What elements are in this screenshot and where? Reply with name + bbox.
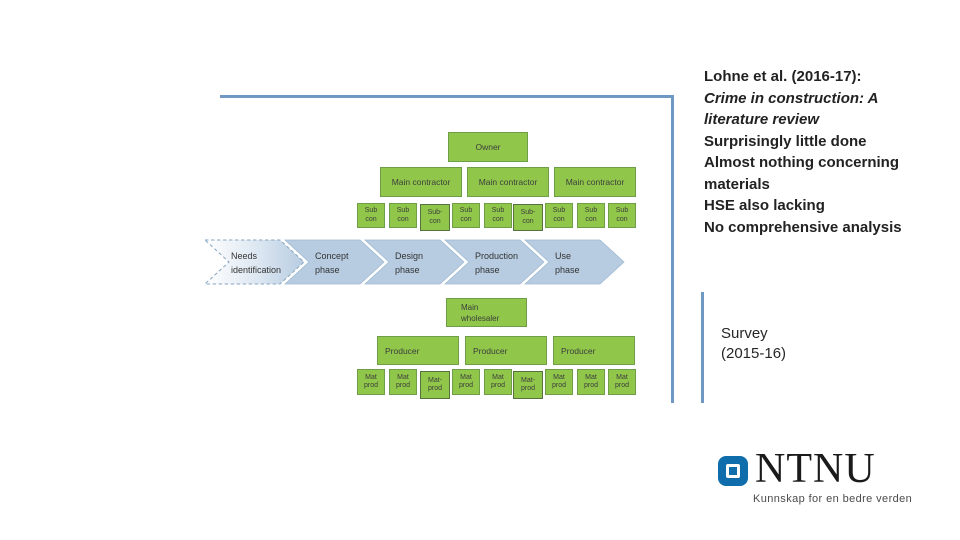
phase-chevron-use bbox=[524, 239, 625, 285]
phase-chevron-production bbox=[444, 239, 545, 285]
finding-line: HSE also lacking bbox=[704, 197, 825, 214]
phase-label: identification bbox=[231, 265, 281, 275]
material-producer-box: Mat-prod bbox=[513, 371, 543, 399]
survey-years: (2015-16) bbox=[721, 345, 787, 362]
survey-note: Survey (2015-16) bbox=[721, 324, 786, 364]
subcontractor-box: Sub-con bbox=[420, 204, 450, 231]
ntnu-brand: NTNU bbox=[755, 446, 876, 492]
phase-label: Needs bbox=[231, 251, 258, 261]
ntnu-logo-icon bbox=[718, 456, 748, 486]
phase-chevron-concept bbox=[284, 239, 385, 285]
ntnu-tagline: Kunnskap for en bedre verden bbox=[753, 493, 913, 505]
producer-box: Producer bbox=[465, 336, 547, 365]
reference-note: Lohne et al. (2016-17): Crime in constru… bbox=[704, 66, 906, 238]
main-contractor-label: Main contractor bbox=[391, 177, 451, 187]
material-producer-box: Mat-prod bbox=[420, 371, 450, 399]
right-rule bbox=[671, 95, 674, 403]
finding-line: No comprehensive analysis bbox=[704, 218, 902, 236]
phase-chevron-band: Needs identification Concept phase Desig… bbox=[203, 239, 625, 285]
producer-label: Producer bbox=[385, 345, 420, 356]
producer-box: Producer bbox=[553, 336, 635, 365]
phase-label: Design bbox=[395, 251, 423, 261]
finding-line: Almost nothing concerning materials bbox=[704, 154, 899, 193]
phase-label: phase bbox=[475, 265, 500, 275]
phase-label: phase bbox=[555, 265, 580, 275]
main-contractor-label: Main contractor bbox=[565, 177, 625, 187]
phase-label: Use bbox=[555, 251, 571, 261]
phase-label: phase bbox=[315, 265, 340, 275]
phase-chevron-needs bbox=[203, 239, 305, 285]
main-contractor-box: Main contractor bbox=[380, 167, 462, 197]
main-contractor-box: Main contractor bbox=[554, 167, 636, 197]
ntnu-logo-ring-icon bbox=[726, 464, 740, 478]
phase-label: phase bbox=[395, 265, 420, 275]
citation-line: Lohne et al. (2016-17): bbox=[704, 68, 862, 85]
survey-title: Survey bbox=[721, 325, 768, 342]
phase-label: Concept bbox=[315, 251, 349, 261]
phase-chevron-design bbox=[364, 239, 465, 285]
phase-label: Production bbox=[475, 251, 518, 261]
top-rule bbox=[220, 95, 674, 98]
subcontractor-box: Sub-con bbox=[513, 204, 543, 231]
survey-rule bbox=[701, 292, 704, 403]
work-title: Crime in construction: A literature revi… bbox=[704, 89, 878, 129]
producer-box: Producer bbox=[377, 336, 459, 365]
producer-label: Producer bbox=[561, 345, 596, 356]
finding-line: Surprisingly little done bbox=[704, 132, 867, 150]
main-contractor-box: Main contractor bbox=[467, 167, 549, 197]
owner-box: Owner bbox=[448, 132, 528, 162]
main-contractor-label: Main contractor bbox=[478, 177, 538, 187]
producer-label: Producer bbox=[473, 345, 508, 356]
owner-label: Owner bbox=[475, 142, 501, 152]
